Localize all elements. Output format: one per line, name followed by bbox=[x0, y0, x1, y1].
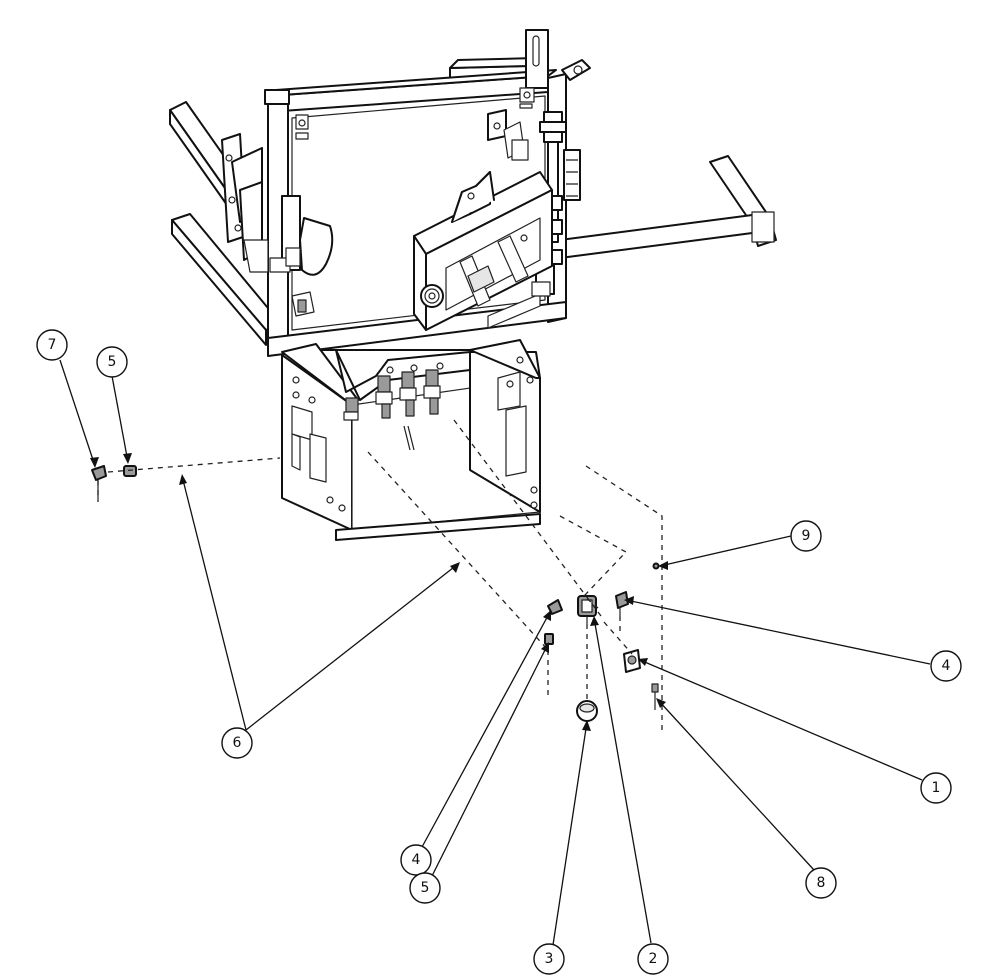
callout-label: 4 bbox=[942, 658, 951, 674]
callout-5: 5 bbox=[409, 872, 441, 904]
callout-label: 2 bbox=[649, 951, 658, 967]
callout-label: 4 bbox=[412, 852, 421, 868]
callout-label: 8 bbox=[817, 875, 826, 891]
callout-8: 8 bbox=[805, 867, 837, 899]
callout-3: 3 bbox=[533, 943, 565, 975]
callout-label: 9 bbox=[802, 528, 811, 544]
callout-label: 5 bbox=[421, 880, 430, 896]
part-9-pin bbox=[652, 562, 660, 570]
callout-4: 4 bbox=[400, 844, 432, 876]
part-4-fitting-right bbox=[615, 591, 629, 616]
callout-6: 6 bbox=[221, 727, 253, 759]
assembly-lines bbox=[97, 419, 663, 732]
callout-1: 1 bbox=[920, 772, 952, 804]
part-7-elbow bbox=[91, 465, 107, 500]
callout-4: 4 bbox=[930, 650, 962, 682]
callout-9: 9 bbox=[790, 520, 822, 552]
part-1-bracket bbox=[623, 649, 641, 673]
callout-label: 5 bbox=[108, 354, 117, 370]
callout-label: 6 bbox=[233, 735, 242, 751]
valve-bank bbox=[343, 362, 444, 451]
callout-label: 1 bbox=[932, 780, 941, 796]
part-5-nut-left bbox=[123, 465, 137, 477]
tongue-box bbox=[413, 171, 553, 331]
callout-5: 5 bbox=[96, 346, 128, 378]
lower-box bbox=[281, 339, 541, 541]
leader-lines bbox=[59, 359, 931, 946]
part-3-cap bbox=[576, 700, 598, 722]
part-8-bolt bbox=[651, 683, 659, 710]
callout-7: 7 bbox=[36, 329, 68, 361]
callout-2: 2 bbox=[637, 943, 669, 975]
callout-label: 3 bbox=[545, 951, 554, 967]
callout-label: 7 bbox=[48, 337, 57, 353]
frame-rails bbox=[169, 57, 777, 346]
